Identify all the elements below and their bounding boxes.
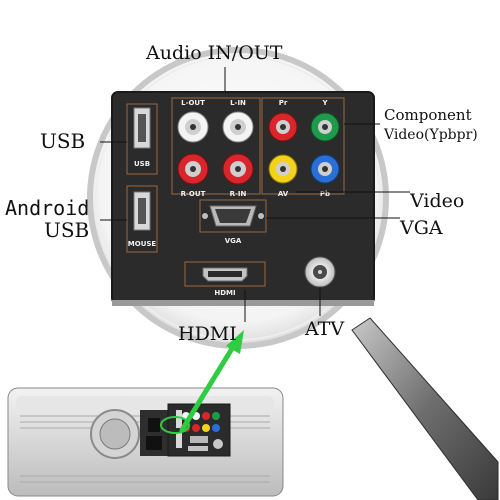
pointer-arrow [179,330,244,433]
callout-audio: Audio IN/OUT [146,42,283,64]
projector-body [7,387,284,497]
panel-label-l-out: L-OUT [181,99,205,107]
rca-jack-y [310,112,340,142]
panel-label-usb: USB [134,160,150,168]
rca-jack-l-in [222,111,254,143]
leader-lines [100,67,410,322]
vga-port [199,199,267,233]
mouse-usb-port [126,185,158,253]
rca-jack-pr [268,112,298,142]
callout-vga: VGA [400,217,443,239]
magnifier-handle [351,317,499,500]
rca-jack-pb [310,154,340,184]
panel-label-vga: VGA [225,237,242,245]
rear-panel: USB MOUSE L-OUT L-IN [111,91,375,306]
callout-atv: ATV [305,318,345,340]
rca-jack-l-out [177,111,209,143]
callout-component-line2: Video(Ypbpr) [384,127,478,143]
panel-label-y: Y [321,99,328,107]
panel-label-hdmi: HDMI [214,289,235,297]
panel-label-mouse: MOUSE [128,240,157,248]
rca-jack-r-out [177,153,209,185]
panel-label-pb: Pb [320,190,330,198]
rca-jack-r-in [222,153,254,185]
rca-jack-av [268,154,298,184]
panel-label-r-in: R-IN [230,190,247,198]
callout-component-line1: Component [384,106,472,124]
panel-label-pr: Pr [279,99,288,107]
callout-usb: USB [40,129,86,153]
atv-coax-port [304,256,336,288]
usb-port [126,103,158,175]
panel-label-av: AV [278,190,289,198]
hdmi-port [184,261,266,287]
panel-label-r-out: R-OUT [181,190,206,198]
panel-label-l-in: L-IN [230,99,246,107]
callout-hdmi: HDMI [178,323,237,345]
callout-android-line2: USB [44,218,90,242]
callout-video: Video [410,190,465,212]
callout-android-line1: Android [5,196,90,220]
